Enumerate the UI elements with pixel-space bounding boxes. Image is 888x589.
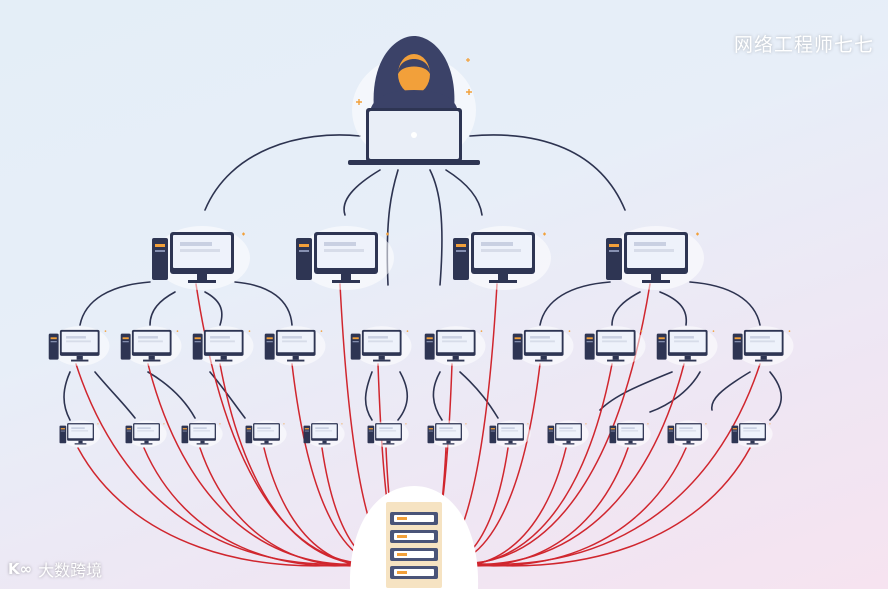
control-link: [611, 291, 641, 326]
control-link: [469, 134, 626, 211]
control-link: [459, 371, 499, 419]
computer-icon: [656, 326, 718, 366]
hacker-icon: [348, 36, 480, 165]
control-link: [429, 169, 443, 286]
attack-link: [77, 447, 388, 567]
computer-icon: [120, 326, 182, 366]
control-link: [432, 371, 443, 421]
server-icon: [349, 486, 479, 589]
control-link: [364, 371, 373, 421]
control-link: [649, 371, 701, 413]
computer-icon: [303, 420, 345, 448]
computer-icon: [125, 420, 167, 448]
computer-icon: [453, 226, 551, 290]
computer-icon: [489, 420, 531, 448]
computer-icon: [609, 420, 651, 448]
attack-link: [147, 363, 394, 565]
computer-icon: [731, 420, 773, 448]
computer-icon: [350, 326, 412, 366]
control-link: [689, 281, 761, 326]
computer-icon: [192, 326, 254, 366]
control-link: [209, 371, 246, 419]
computer-icon: [584, 326, 646, 366]
watermark-top: 网络工程师七七: [733, 34, 874, 56]
attack-link: [440, 363, 761, 566]
nodes: [48, 36, 794, 589]
control-link: [659, 291, 688, 326]
attack-link: [75, 363, 388, 566]
computer-icon: [152, 226, 250, 290]
control-link: [94, 371, 136, 419]
computer-icon: [48, 326, 110, 366]
computer-icon: [606, 226, 704, 290]
computer-icon: [427, 420, 469, 448]
computer-icon: [424, 326, 486, 366]
control-links: [63, 134, 783, 421]
computer-icon: [264, 326, 326, 366]
control-link: [79, 281, 151, 326]
control-link: [343, 169, 381, 216]
control-link: [397, 371, 409, 421]
control-link: [445, 169, 483, 216]
watermark-bottom-text: 大数跨境: [38, 561, 103, 580]
control-link: [599, 371, 673, 411]
control-link: [539, 281, 611, 326]
control-link: [234, 281, 293, 326]
control-link: [147, 371, 196, 419]
control-link: [204, 291, 223, 326]
control-link: [204, 134, 361, 211]
watermark-logo-icon: K∞: [8, 560, 33, 578]
control-link: [711, 371, 751, 411]
computer-icon: [59, 420, 101, 448]
control-link: [149, 291, 176, 326]
computer-icon: [181, 420, 223, 448]
computer-icon: [667, 420, 709, 448]
computer-icon: [245, 420, 287, 448]
attack-link: [434, 363, 685, 565]
computer-icon: [732, 326, 794, 366]
control-link: [63, 371, 71, 421]
attack-link: [440, 447, 751, 567]
watermark-bottom: K∞ 大数跨境: [8, 557, 102, 581]
computer-icon: [547, 420, 589, 448]
computer-icon: [296, 226, 394, 290]
control-link: [769, 371, 783, 421]
computer-icon: [512, 326, 574, 366]
computer-icon: [367, 420, 409, 448]
